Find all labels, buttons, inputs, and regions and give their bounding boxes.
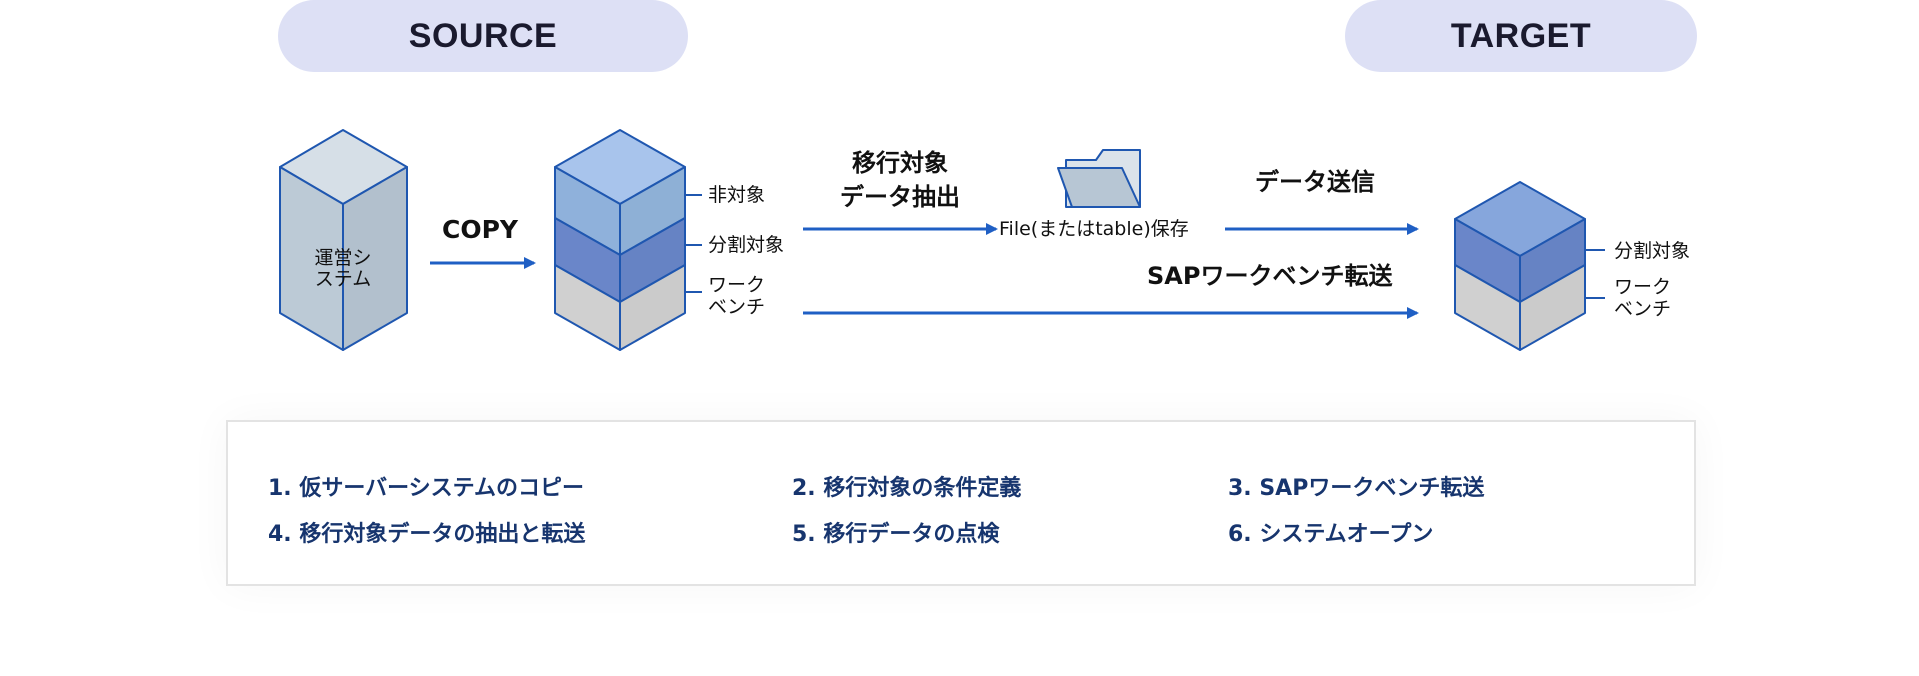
target-db-layer2-line2: ベンチ [1614,298,1672,320]
workbench-transfer-label: SAPワークベンチ転送 [1147,262,1393,290]
target-db-layer2-label: ワーク ベンチ [1614,276,1671,320]
source-system-cube [279,129,408,351]
step-5: 5. 移行データの点検 [792,522,1000,547]
copy-db-layer3-label: ワーク ベンチ [708,274,765,318]
source-system-label: 運営シ ステム [300,248,386,290]
target-db-layer2-line1: ワーク [1614,276,1672,298]
extract-label: 移行対象 データ抽出 [820,146,980,214]
send-data-label: データ送信 [1255,168,1375,196]
target-db-layer1-label: 分割対象 [1614,240,1691,262]
file-save-label: File(またはtable)保存 [999,218,1189,240]
extract-label-line2: データ抽出 [840,183,960,211]
source-system-label-line2: ステム [314,268,372,290]
folder-icon [1057,149,1141,208]
extract-label-line1: 移行対象 [852,149,948,177]
step-4: 4. 移行対象データの抽出と転送 [268,522,586,547]
copy-db-layer3-line2: ベンチ [708,296,766,318]
copy-db-cube [554,129,686,351]
copy-db-layer2-label: 分割対象 [708,234,785,256]
steps-panel: 1. 仮サーバーシステムのコピー 2. 移行対象の条件定義 3. SAPワークベ… [226,420,1696,586]
source-header: SOURCE [278,0,688,72]
step-2: 2. 移行対象の条件定義 [792,476,1022,501]
copy-db-layer3-line1: ワーク [708,274,766,296]
target-db-cube [1454,181,1586,351]
copy-label: COPY [442,215,519,244]
step-6: 6. システムオープン [1228,522,1434,547]
copy-db-layer1-label: 非対象 [708,184,766,206]
step-3: 3. SAPワークベンチ転送 [1228,476,1485,501]
target-header: TARGET [1345,0,1697,72]
source-system-label-line1: 運営シ [314,247,372,269]
step-1: 1. 仮サーバーシステムのコピー [268,476,585,501]
